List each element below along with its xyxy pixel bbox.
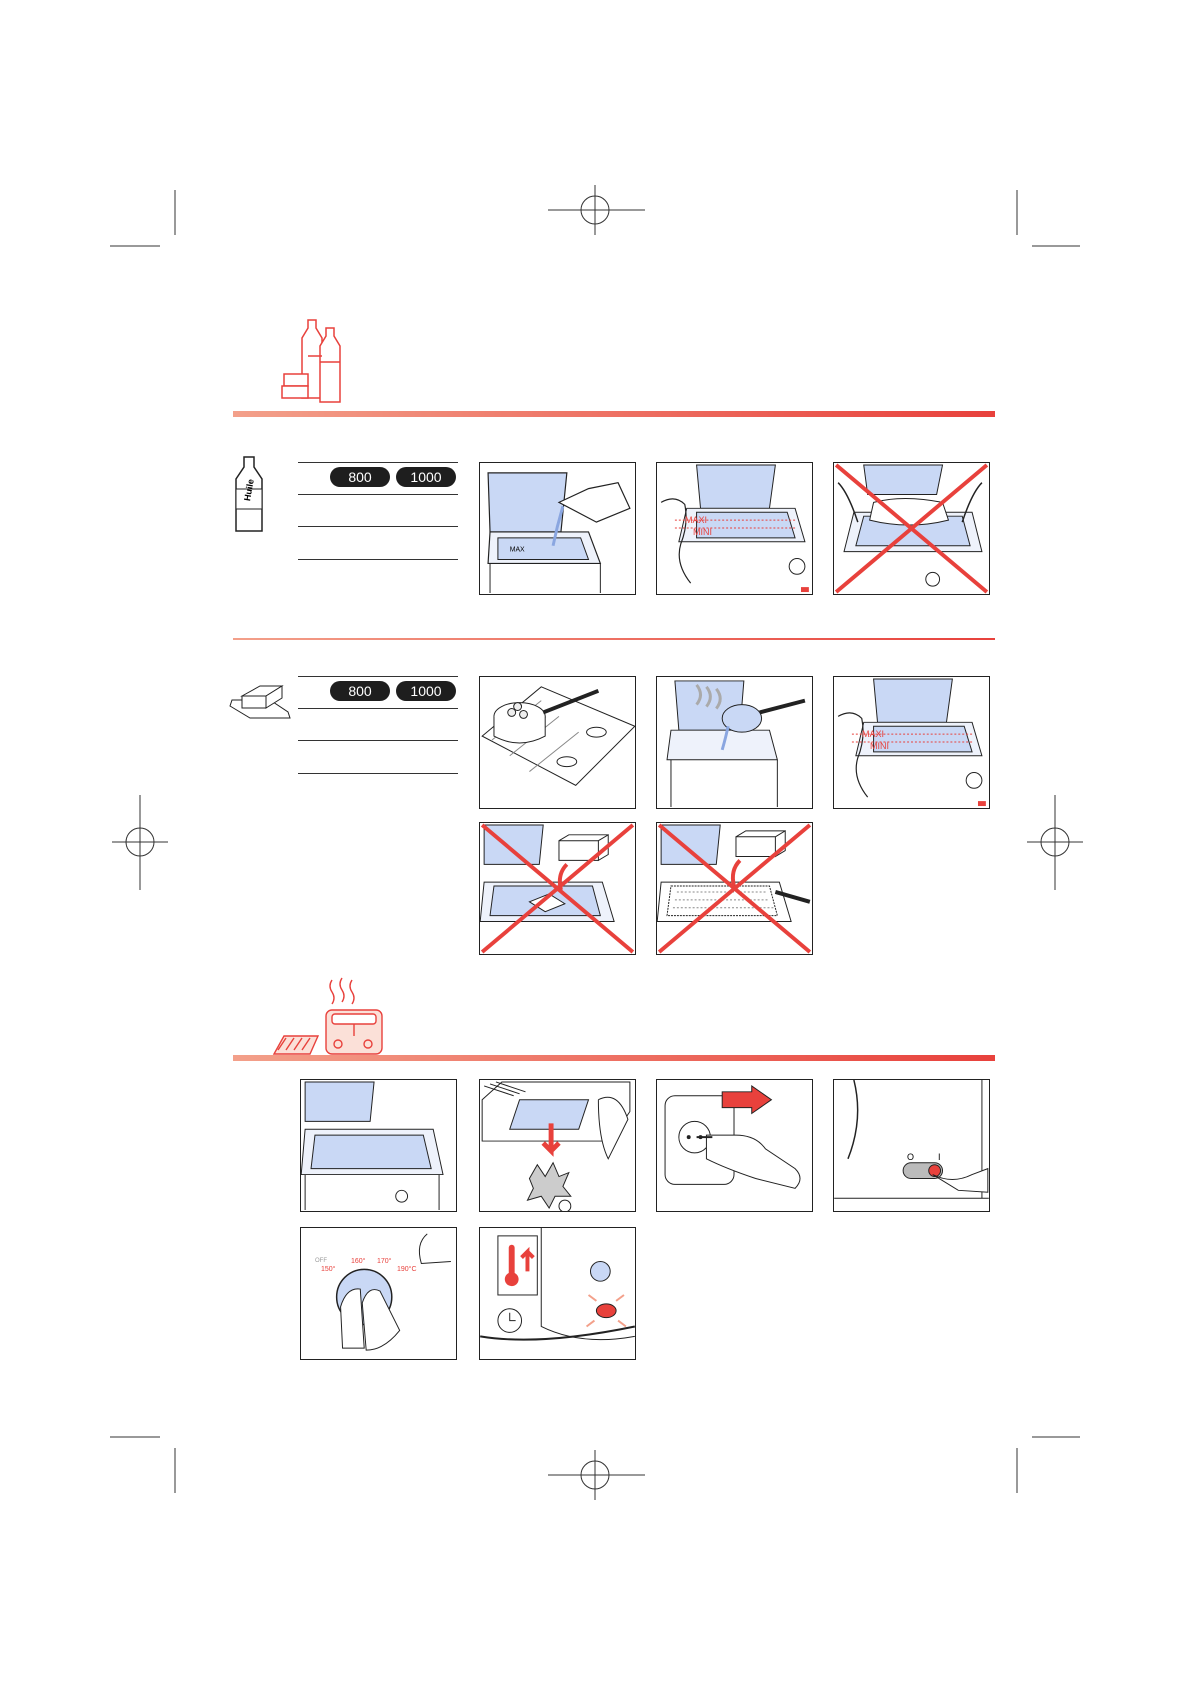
panel-check-fat-level: MAXI MINI bbox=[833, 676, 990, 809]
bowl-max-label: MAX bbox=[510, 547, 525, 554]
panel-check-level: MAXI MINI bbox=[656, 462, 813, 595]
panel-no-solid-fat-in-basket bbox=[656, 822, 813, 955]
table-rule bbox=[298, 526, 458, 527]
table-rule bbox=[298, 708, 458, 709]
panel-plug-in bbox=[656, 1079, 813, 1212]
section-divider-thin bbox=[233, 638, 995, 640]
table-rule bbox=[298, 494, 458, 495]
hot-fryer-icon bbox=[272, 977, 383, 1055]
thermostat-160: 160° bbox=[351, 1258, 366, 1265]
section-divider-bar bbox=[233, 1055, 995, 1061]
panel-no-solid-fat-in-bowl bbox=[479, 822, 636, 955]
fat-capacity-1000: 1000 bbox=[396, 681, 456, 701]
section-divider-bar bbox=[233, 411, 995, 417]
oil-bottle-icon bbox=[235, 456, 263, 532]
panel-heating-indicator bbox=[479, 1227, 636, 1360]
panel-fill-bowl bbox=[300, 1079, 457, 1212]
maxi-level-label: MAXI bbox=[862, 729, 885, 739]
table-rule bbox=[298, 676, 458, 677]
table-rule bbox=[298, 462, 458, 463]
mini-level-label: MINI bbox=[870, 741, 889, 751]
mini-level-label: MINI bbox=[693, 527, 712, 537]
switch-off-label: O bbox=[907, 1152, 915, 1162]
panel-pour-melted-fat bbox=[656, 676, 813, 809]
fat-block-icon bbox=[229, 685, 291, 719]
oil-and-fat-icon bbox=[281, 319, 341, 403]
panel-do-not-remove-basket bbox=[833, 462, 990, 595]
capacity-1000: 1000 bbox=[396, 467, 456, 487]
table-rule bbox=[298, 740, 458, 741]
maxi-level-label: MAXI bbox=[685, 515, 708, 525]
panel-melt-fat-saucepan bbox=[479, 676, 636, 809]
thermostat-off: OFF bbox=[315, 1258, 327, 1264]
panel-pour-oil: MAX bbox=[479, 462, 636, 595]
panel-switch-on: O I bbox=[833, 1079, 990, 1212]
thermostat-190: 190°C bbox=[397, 1266, 417, 1273]
fat-capacity-800: 800 bbox=[330, 681, 390, 701]
panel-close-lid bbox=[479, 1079, 636, 1212]
table-rule bbox=[298, 773, 458, 774]
thermostat-170: 170° bbox=[377, 1258, 392, 1265]
panel-set-thermostat: 150° 160° 170° 190°C OFF bbox=[300, 1227, 457, 1360]
table-rule bbox=[298, 559, 458, 560]
switch-on-label: I bbox=[938, 1152, 941, 1162]
capacity-800: 800 bbox=[330, 467, 390, 487]
thermostat-150: 150° bbox=[321, 1266, 336, 1273]
